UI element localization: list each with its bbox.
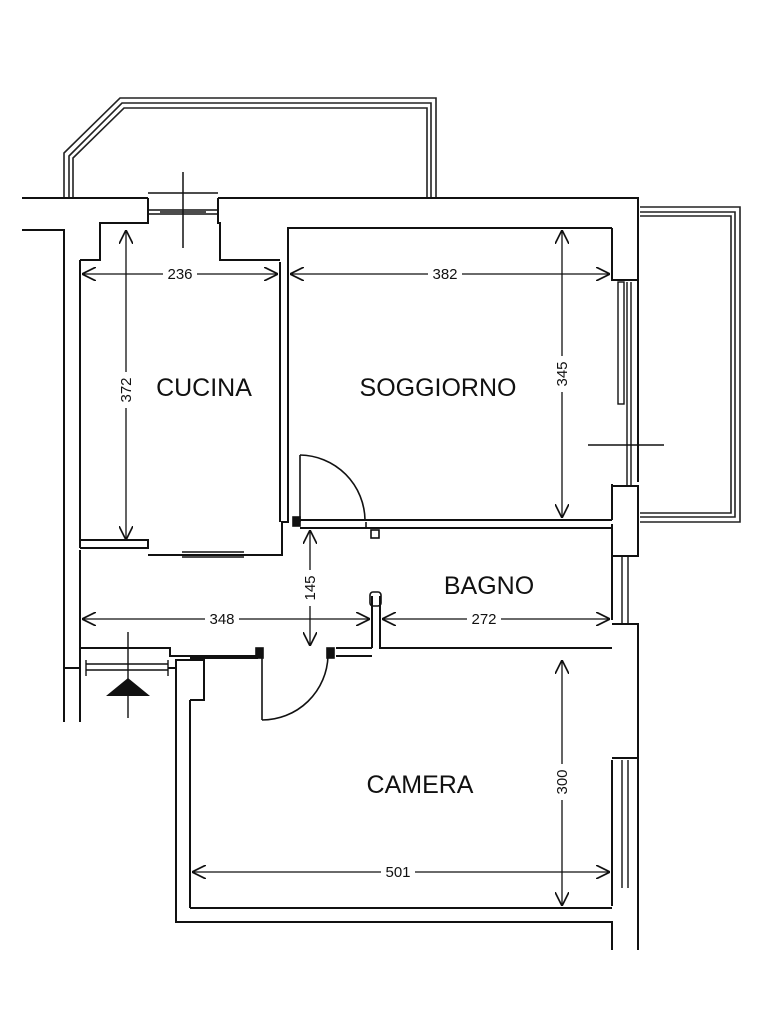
dim-label-corridor-width: 145: [302, 575, 319, 600]
dim-label-soggiorno-depth: 345: [554, 361, 571, 386]
bagno-door: [365, 522, 382, 607]
entrance-gate: [85, 632, 169, 718]
dim-label-soggiorno-width: 382: [432, 266, 457, 283]
dim-label-camera-depth: 300: [554, 769, 571, 794]
room-label-camera: CAMERA: [367, 771, 474, 799]
room-label-cucina: CUCINA: [156, 374, 252, 402]
right-windows: [588, 281, 664, 888]
dim-label-cucina-depth: 372: [118, 377, 135, 402]
dim-label-cucina-width: 236: [167, 266, 192, 283]
dim-label-camera-width: 501: [385, 864, 410, 881]
balcony-right: [640, 206, 741, 523]
entrance-arrow-icon: [106, 678, 150, 696]
soggiorno-door: [292, 454, 366, 527]
camera-door: [255, 647, 335, 721]
room-label-soggiorno: SOGGIORNO: [360, 374, 517, 402]
kitchen-window: [148, 172, 218, 248]
dim-label-corridor-length: 348: [209, 611, 234, 628]
balcony-left: [63, 97, 437, 198]
dim-label-bagno-length: 272: [471, 611, 496, 628]
kitchen-door: [182, 551, 244, 558]
outer-walls: [22, 197, 639, 950]
dimension-lines: [82, 230, 610, 906]
interior-walls: [80, 227, 612, 701]
room-label-bagno: BAGNO: [444, 572, 534, 600]
dimension-label-bg: [118, 266, 570, 880]
